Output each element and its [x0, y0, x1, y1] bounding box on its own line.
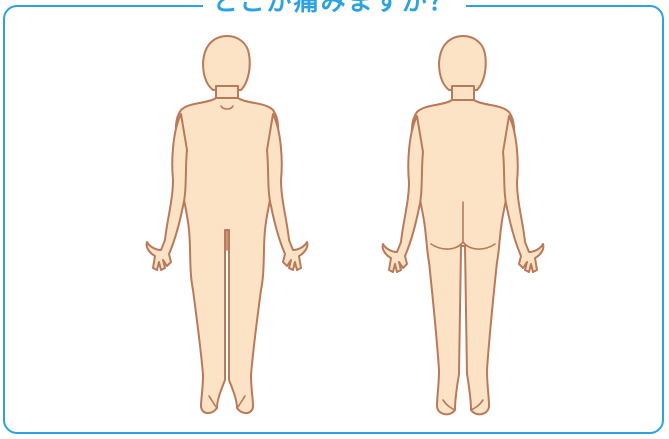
back-body-icon [381, 35, 545, 416]
body-figure-front[interactable] [117, 30, 337, 430]
body-figure-back[interactable] [353, 30, 573, 430]
front-body-icon [145, 35, 309, 414]
